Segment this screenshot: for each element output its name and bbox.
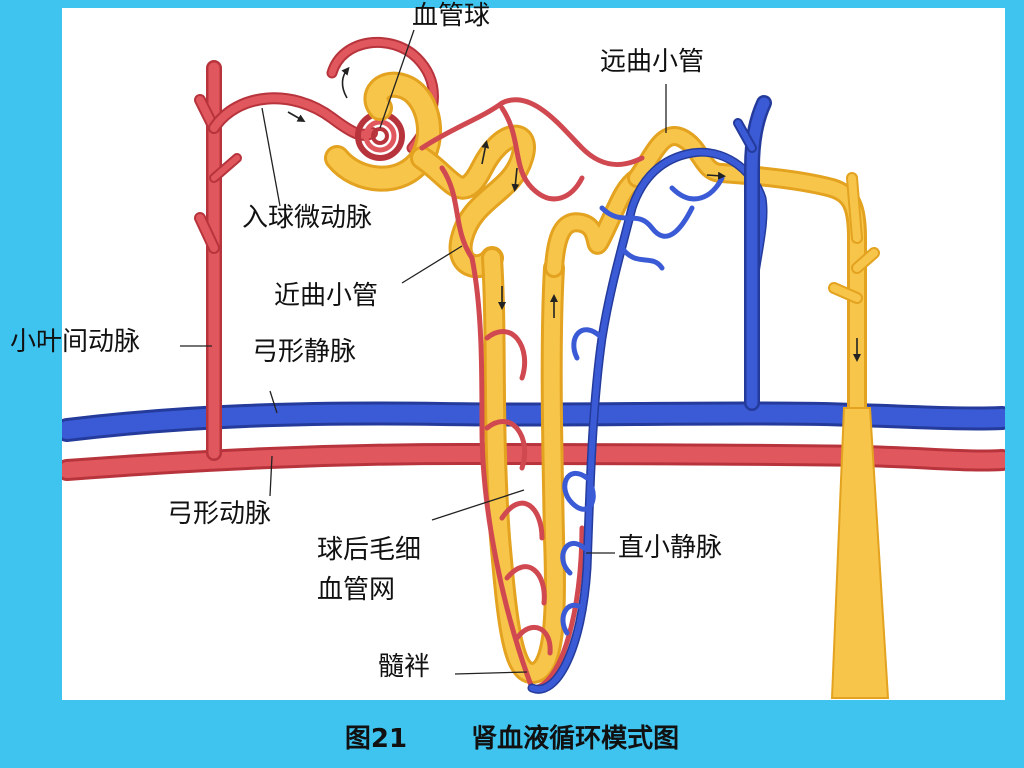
flow-arrows [287, 66, 861, 362]
collecting-duct [830, 407, 890, 699]
proximal-tubule [324, 71, 647, 684]
arcuate-vein-label: 弓形静脉 [252, 337, 357, 367]
medullary-loop-label: 髓袢 [378, 652, 431, 682]
vasa-recta-vein-label: 直小静脉 [618, 533, 723, 563]
interlobular-artery-label: 小叶间动脉 [10, 327, 141, 357]
distal-tubule [627, 126, 880, 618]
figure-caption: 图21 肾血液循环模式图 [0, 718, 1024, 755]
leader-lines [180, 29, 667, 675]
peritubular-capillary-label-line1: 球后毛细 [317, 535, 422, 565]
peritubular-capillary-network [419, 97, 645, 691]
vasa-recta-vein-network [527, 95, 772, 694]
distal-tubule-label: 远曲小管 [600, 47, 705, 77]
figure-number: 图21 [344, 724, 408, 754]
proximal-tubule-label: 近曲小管 [274, 281, 379, 311]
arcuate-artery-label: 弓形动脉 [167, 499, 272, 529]
afferent-arteriole-label: 入球微动脉 [242, 203, 373, 233]
peritubular-capillary-label-line2: 血管网 [317, 575, 396, 605]
interlobular-artery-vessel [194, 60, 378, 461]
diagram-canvas: 血管球 远曲小管 入球微动脉 近曲小管 弓形静脉 弓形动脉 球后毛细 血管网 直… [62, 1, 1005, 700]
glomerulus-label: 血管球 [412, 1, 491, 31]
figure-title: 肾血液循环模式图 [471, 724, 680, 754]
kidney-circulation-diagram [62, 29, 1005, 699]
